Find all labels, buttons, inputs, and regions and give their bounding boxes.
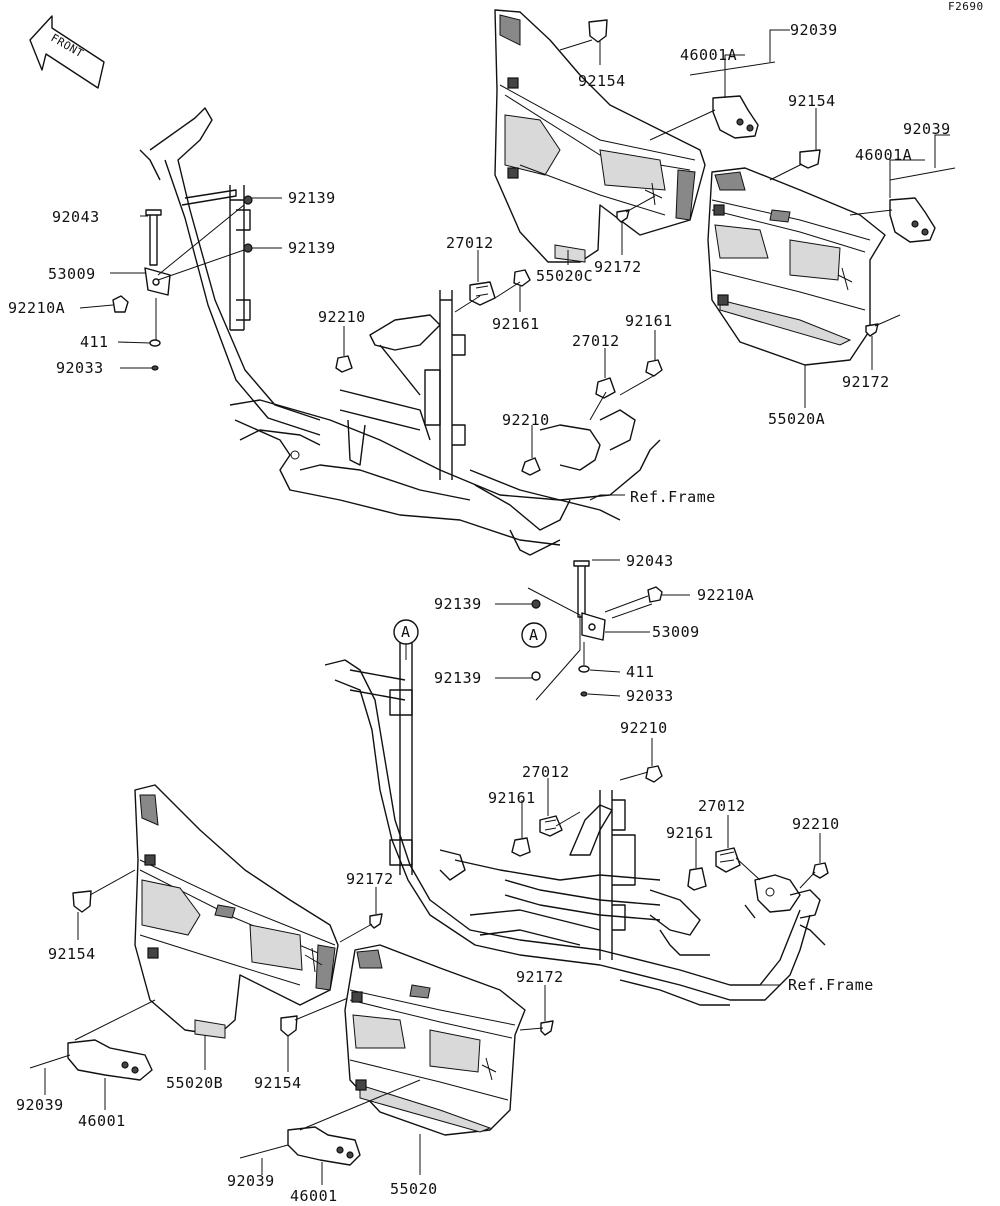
callout-label: 92139 <box>288 189 336 207</box>
callout-label: 53009 <box>652 623 700 641</box>
upper-right-hinge-hardware <box>559 19 776 141</box>
callout-label: 92154 <box>48 945 96 963</box>
callout-label: 92039 <box>16 1096 64 1114</box>
callout-label: 92043 <box>52 208 100 226</box>
callout-label: 92172 <box>594 258 642 276</box>
callout-label: 92210 <box>318 308 366 326</box>
callout-label: 55020 <box>390 1180 438 1198</box>
callout-label: 92210 <box>792 815 840 833</box>
callout-label: 92043 <box>626 552 674 570</box>
callout-label: 92210 <box>502 411 550 429</box>
callout-label: 92154 <box>788 92 836 110</box>
callout-labels: 92039 46001A 92154 92154 92039 46001A 92… <box>8 21 951 1205</box>
upper-middle-hardware <box>335 269 663 476</box>
callout-label: 27012 <box>572 332 620 350</box>
callout-label: 92172 <box>516 968 564 986</box>
leader-lines <box>44 29 950 1185</box>
callout-label: 92033 <box>56 359 104 377</box>
lower-middle-hardware <box>511 765 829 891</box>
callout-label: 92154 <box>254 1074 302 1092</box>
callout-label: 27012 <box>698 797 746 815</box>
callout-label: 92039 <box>227 1172 275 1190</box>
door-panel-55020a <box>707 167 886 366</box>
callout-label: 411 <box>80 333 109 351</box>
callout-label: 92139 <box>288 239 336 257</box>
door-panel-55020c <box>494 9 706 263</box>
callout-label: 46001 <box>78 1112 126 1130</box>
callout-label: 411 <box>626 663 655 681</box>
right-door-hinge-hardware <box>616 149 956 337</box>
callout-label: 92210A <box>697 586 754 604</box>
callout-label: 27012 <box>522 763 570 781</box>
door-panel-55020 <box>344 944 526 1136</box>
callout-label: 55020B <box>166 1074 223 1092</box>
callout-label: Ref.Frame <box>630 488 716 506</box>
callout-label: 92172 <box>842 373 890 391</box>
callout-label: 92161 <box>488 789 536 807</box>
right-lower-door-hardware <box>239 1020 554 1166</box>
callout-label: 53009 <box>48 265 96 283</box>
callout-label: 92161 <box>492 315 540 333</box>
left-lower-door-hardware <box>29 869 383 1081</box>
front-arrow-icon: FRONT <box>29 15 105 89</box>
upper-frame-drawing <box>139 107 661 556</box>
callout-label: 92139 <box>434 669 482 687</box>
callout-label: 55020A <box>768 410 825 428</box>
door-panel-55020b <box>134 784 339 1039</box>
callout-label: 92154 <box>578 72 626 90</box>
callout-label: 92210 <box>620 719 668 737</box>
figure-code: F2690 <box>948 0 984 13</box>
callout-label: 55020C <box>536 267 593 285</box>
callout-a-circle-right <box>521 622 547 648</box>
callout-label: 92039 <box>903 120 951 138</box>
callout-a-text-left: A <box>401 623 411 641</box>
left-hinge-bracket-assembly <box>112 195 253 371</box>
callout-label: 92161 <box>625 312 673 330</box>
callout-label: 92172 <box>346 870 394 888</box>
callout-label: Ref.Frame <box>788 976 874 994</box>
callout-label: 46001A <box>680 46 737 64</box>
callout-label: 46001A <box>855 146 912 164</box>
callout-label: 92210A <box>8 299 65 317</box>
lower-frame-drawing <box>324 640 826 1006</box>
callout-a-text-right: A <box>529 626 539 644</box>
callout-label: 92161 <box>666 824 714 842</box>
callout-label: 92139 <box>434 595 482 613</box>
callout-label: 92033 <box>626 687 674 705</box>
callout-label: 27012 <box>446 234 494 252</box>
callout-label: 46001 <box>290 1187 338 1205</box>
lower-hinge-bracket-assembly <box>393 560 663 701</box>
callout-label: 92039 <box>790 21 838 39</box>
